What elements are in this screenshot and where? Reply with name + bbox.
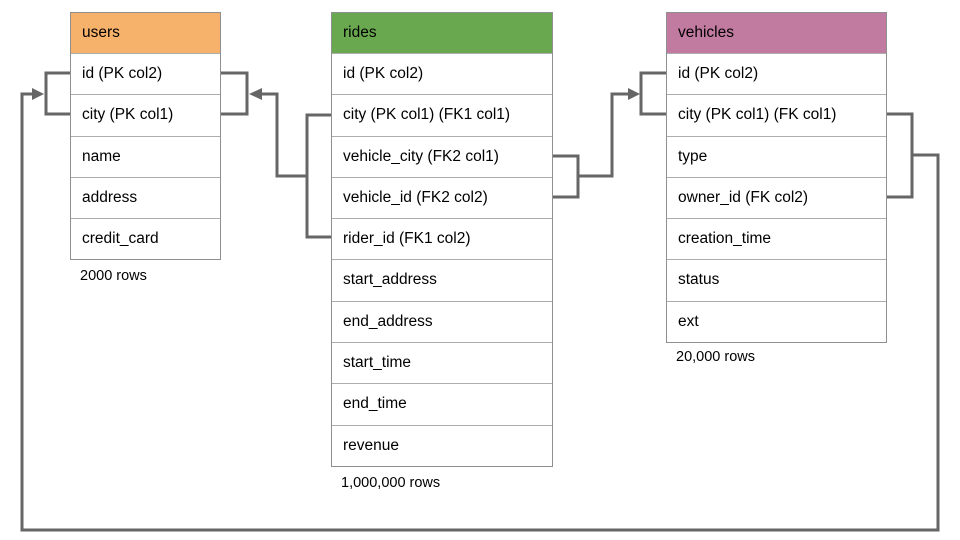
table-row: vehicle_id (FK2 col2) — [332, 176, 552, 219]
table-row: status — [667, 259, 886, 301]
rides-fk1-bracket — [305, 113, 332, 239]
table-row: credit_card — [71, 218, 220, 260]
rides-to-users-line — [262, 92, 307, 178]
table-row: ext — [667, 300, 886, 343]
table-row: start_time — [332, 342, 552, 384]
table-row: id (PK col2) — [667, 53, 886, 95]
table-row: id (PK col2) — [332, 53, 552, 95]
rides-row-count: 1,000,000 rows — [341, 475, 441, 491]
table-vehicles-header: vehicles — [667, 13, 886, 53]
table-rides: rides id (PK col2) city (PK col1) (FK1 c… — [331, 12, 553, 467]
table-vehicles: vehicles id (PK col2) city (PK col1) (FK… — [666, 12, 887, 344]
vehicles-pk-bracket — [639, 71, 666, 116]
rides-to-users-arrowhead — [249, 88, 262, 100]
vehicles-fk-bracket — [887, 112, 914, 199]
table-row: end_time — [332, 383, 552, 425]
users-pk-bracket-left — [44, 71, 70, 116]
table-row: address — [71, 176, 220, 219]
users-row-count: 2000 rows — [80, 268, 147, 284]
table-users-header: users — [71, 13, 220, 53]
table-row: city (PK col1) — [71, 94, 220, 136]
vehicles-row-count: 20,000 rows — [676, 349, 755, 365]
table-row: city (PK col1) (FK1 col1) — [332, 94, 552, 136]
users-pk-bracket-right — [220, 71, 249, 116]
table-row: vehicle_city (FK2 col1) — [332, 135, 552, 177]
table-row: id (PK col2) — [71, 53, 220, 95]
table-row: end_address — [332, 300, 552, 343]
rides-fk2-bracket — [553, 154, 580, 199]
table-row: owner_id (FK col2) — [667, 176, 886, 219]
table-row: start_address — [332, 259, 552, 301]
rides-to-vehicles-arrowhead — [628, 88, 640, 100]
table-row: creation_time — [667, 218, 886, 260]
table-users: users id (PK col2) city (PK col1) name a… — [70, 12, 221, 261]
table-row: name — [71, 135, 220, 177]
rides-to-vehicles-line — [578, 92, 628, 178]
table-rides-header: rides — [332, 13, 552, 53]
table-row: type — [667, 135, 886, 177]
vehicles-to-users-arrowhead — [32, 88, 44, 100]
table-row: city (PK col1) (FK col1) — [667, 94, 886, 136]
table-row: rider_id (FK1 col2) — [332, 218, 552, 260]
vehicles-to-users-line — [20, 92, 940, 532]
table-row: revenue — [332, 424, 552, 466]
